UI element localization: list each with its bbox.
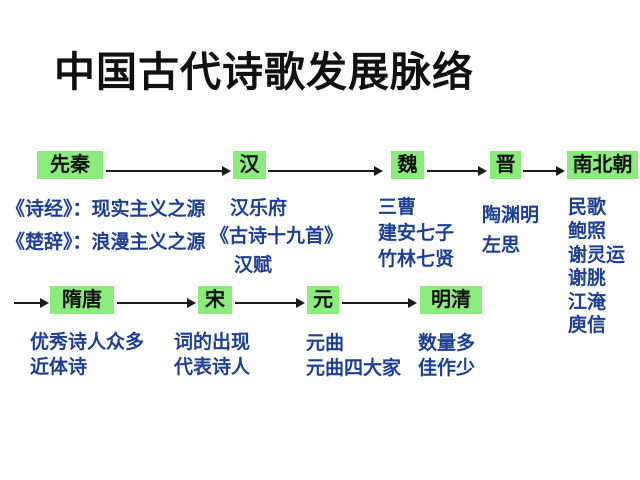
period-box-song: 宋 [198, 286, 232, 314]
note-song-poets: 代表诗人 [174, 357, 251, 378]
period-box-jin: 晋 [490, 151, 521, 179]
arrow-icon-wei-to-jin [427, 166, 487, 176]
note-nanbeichao-xietiao: 谢朓 [568, 268, 607, 289]
note-mingqing-quality: 佳作少 [418, 358, 476, 379]
note-xianqin-shijing: 《诗经》：现实主义之源 [6, 199, 206, 220]
period-box-mingqing: 明清 [420, 286, 482, 314]
diagram-title: 中国古代诗歌发展脉络 [54, 48, 474, 96]
period-box-xianqin: 先秦 [37, 151, 103, 179]
period-box-suitang: 隋唐 [50, 286, 114, 314]
period-box-wei: 魏 [391, 151, 424, 179]
note-mingqing-quantity: 数量多 [418, 333, 476, 354]
note-yuan-qu: 元曲 [306, 333, 345, 354]
note-yuan-sidajia: 元曲四大家 [306, 358, 402, 379]
note-xianqin-chuci: 《楚辞》：浪漫主义之源 [6, 232, 206, 253]
arrow-icon-song-to-yuan [235, 298, 305, 308]
period-box-yuan: 元 [307, 286, 339, 314]
note-suitang-poets: 优秀诗人众多 [30, 332, 145, 353]
arrow-icon-yuan-to-mingqing [342, 298, 417, 308]
note-nanbeichao-jiangyan: 江淹 [568, 292, 607, 313]
arrow-icon-han-to-wei [268, 166, 383, 176]
note-suitang-jintishi: 近体诗 [30, 357, 88, 378]
note-wei-jiananqizi: 建安七子 [378, 223, 455, 244]
note-song-ci: 词的出现 [174, 332, 251, 353]
arrow-icon-jin-to-nanbeichao [523, 166, 565, 176]
note-han-yuefu: 汉乐府 [230, 198, 288, 219]
note-wei-zhulinqixian: 竹林七贤 [378, 249, 455, 270]
arrow-icon-into-suitang [14, 298, 49, 308]
note-han-hanfu: 汉赋 [234, 255, 273, 276]
note-nanbeichao-xielingyun: 谢灵运 [568, 245, 626, 266]
note-jin-taoyuanming: 陶渊明 [482, 205, 540, 226]
note-nanbeichao-yuxin: 庾信 [568, 315, 607, 336]
period-box-han: 汉 [233, 151, 266, 179]
note-wei-sancao: 三曹 [378, 197, 417, 218]
arrow-icon-suitang-to-song [117, 298, 196, 308]
note-nanbeichao-baozhao: 鲍照 [568, 221, 607, 242]
note-han-gushi19: 《古诗十九首》 [210, 226, 344, 247]
arrow-icon-xianqin-to-han [106, 166, 231, 176]
note-nanbeichao-minge: 民歌 [568, 197, 607, 218]
note-jin-zuosi: 左思 [482, 235, 521, 256]
period-box-nanbeichao: 南北朝 [567, 151, 638, 179]
